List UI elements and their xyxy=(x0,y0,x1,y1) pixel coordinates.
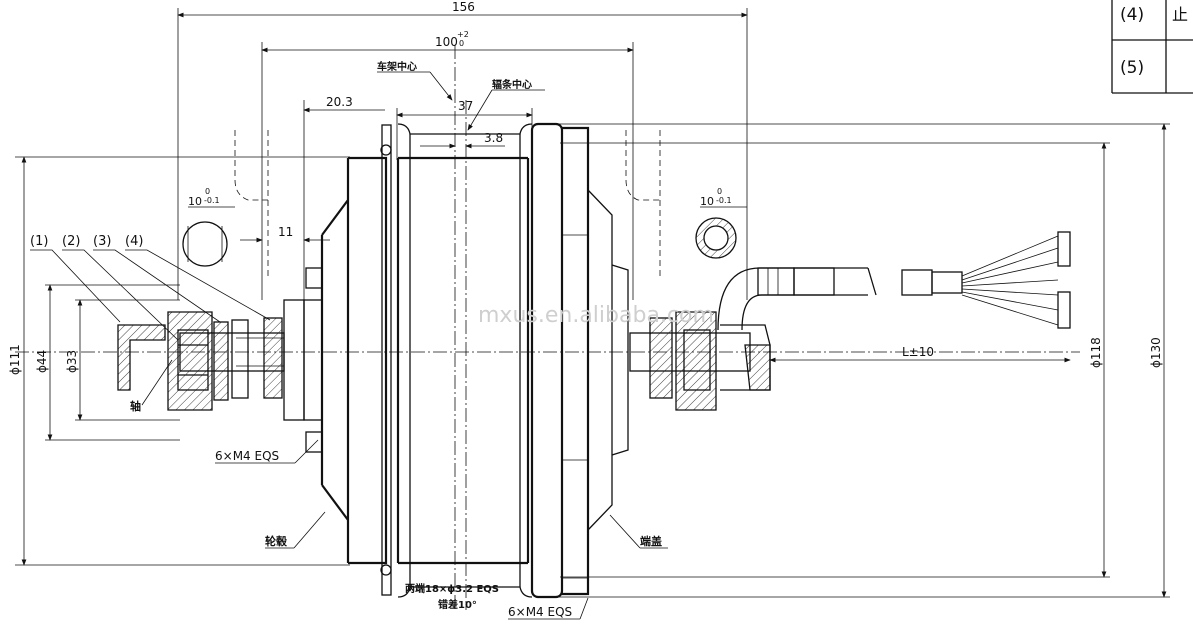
dim-dia118: ϕ118 xyxy=(1089,337,1103,368)
cable xyxy=(717,231,1071,331)
left-axle-assembly xyxy=(117,311,285,411)
dim-dia130: ϕ130 xyxy=(1149,337,1163,368)
dim-flat-left: 10 xyxy=(188,195,202,208)
label-bolts-right: 6×M4 EQS xyxy=(508,605,572,619)
callout-2: (2) xyxy=(62,234,80,249)
label-spoke-center: 辐条中心 xyxy=(492,78,532,91)
dim-flat-right-tol-upper: 0 xyxy=(717,187,722,196)
dim-dia111: ϕ111 xyxy=(8,344,22,375)
dim-100: 100 xyxy=(435,35,458,49)
label-bolts-left: 6×M4 EQS xyxy=(215,449,279,463)
dim-100-tol-lower: 0 xyxy=(459,39,464,48)
dim-20-3: 20.3 xyxy=(326,95,353,109)
dim-flat-right: 10 xyxy=(700,195,714,208)
shaft-sections xyxy=(182,217,737,267)
watermark: mxus.en.alibaba.com xyxy=(478,303,714,328)
label-end-cover: 端盖 xyxy=(640,534,662,548)
label-frame-center: 车架中心 xyxy=(377,60,417,73)
dim-flat-left-tol-lower: -0.1 xyxy=(204,196,220,205)
right-axle-assembly xyxy=(629,311,771,411)
dim-3-8: 3.8 xyxy=(484,131,503,145)
dim-dia44: ϕ44 xyxy=(35,350,49,373)
dim-37: 37 xyxy=(458,99,473,113)
callout-3: (3) xyxy=(93,234,111,249)
dim-dia33: ϕ33 xyxy=(65,350,79,373)
dim-flat-left-tol-upper: 0 xyxy=(205,187,210,196)
callout-1: (1) xyxy=(30,234,48,249)
hub-motor-body xyxy=(283,122,629,599)
table-row-4-no: (4) xyxy=(1120,5,1144,25)
dim-flat-right-tol-lower: -0.1 xyxy=(716,196,732,205)
labels: 车架中心 辐条中心 轴 6×M4 EQS 轮毂 端盖 两端18×ϕ3.2 EQS… xyxy=(130,60,668,620)
dim-11: 11 xyxy=(278,225,293,239)
dim-cable-length: L±10 xyxy=(902,345,934,359)
dim-156: 156 xyxy=(452,0,475,14)
dimension-lines xyxy=(21,12,1167,598)
parts-table: (4) 止 (5) xyxy=(1111,0,1193,94)
table-row-4-name: 止 xyxy=(1172,5,1188,24)
callout-4: (4) xyxy=(125,234,143,249)
table-row-5-no: (5) xyxy=(1120,58,1144,78)
dim-100-tol-upper: +2 xyxy=(457,30,469,39)
extension-lines xyxy=(15,8,1170,598)
label-hub-shell: 轮毂 xyxy=(265,534,288,548)
callouts: (1) (2) (3) (4) xyxy=(30,234,271,341)
label-spoke-offset: 错差10° xyxy=(438,598,477,611)
label-spoke-holes: 两端18×ϕ3.2 EQS xyxy=(405,582,499,595)
label-axle: 轴 xyxy=(130,399,141,413)
